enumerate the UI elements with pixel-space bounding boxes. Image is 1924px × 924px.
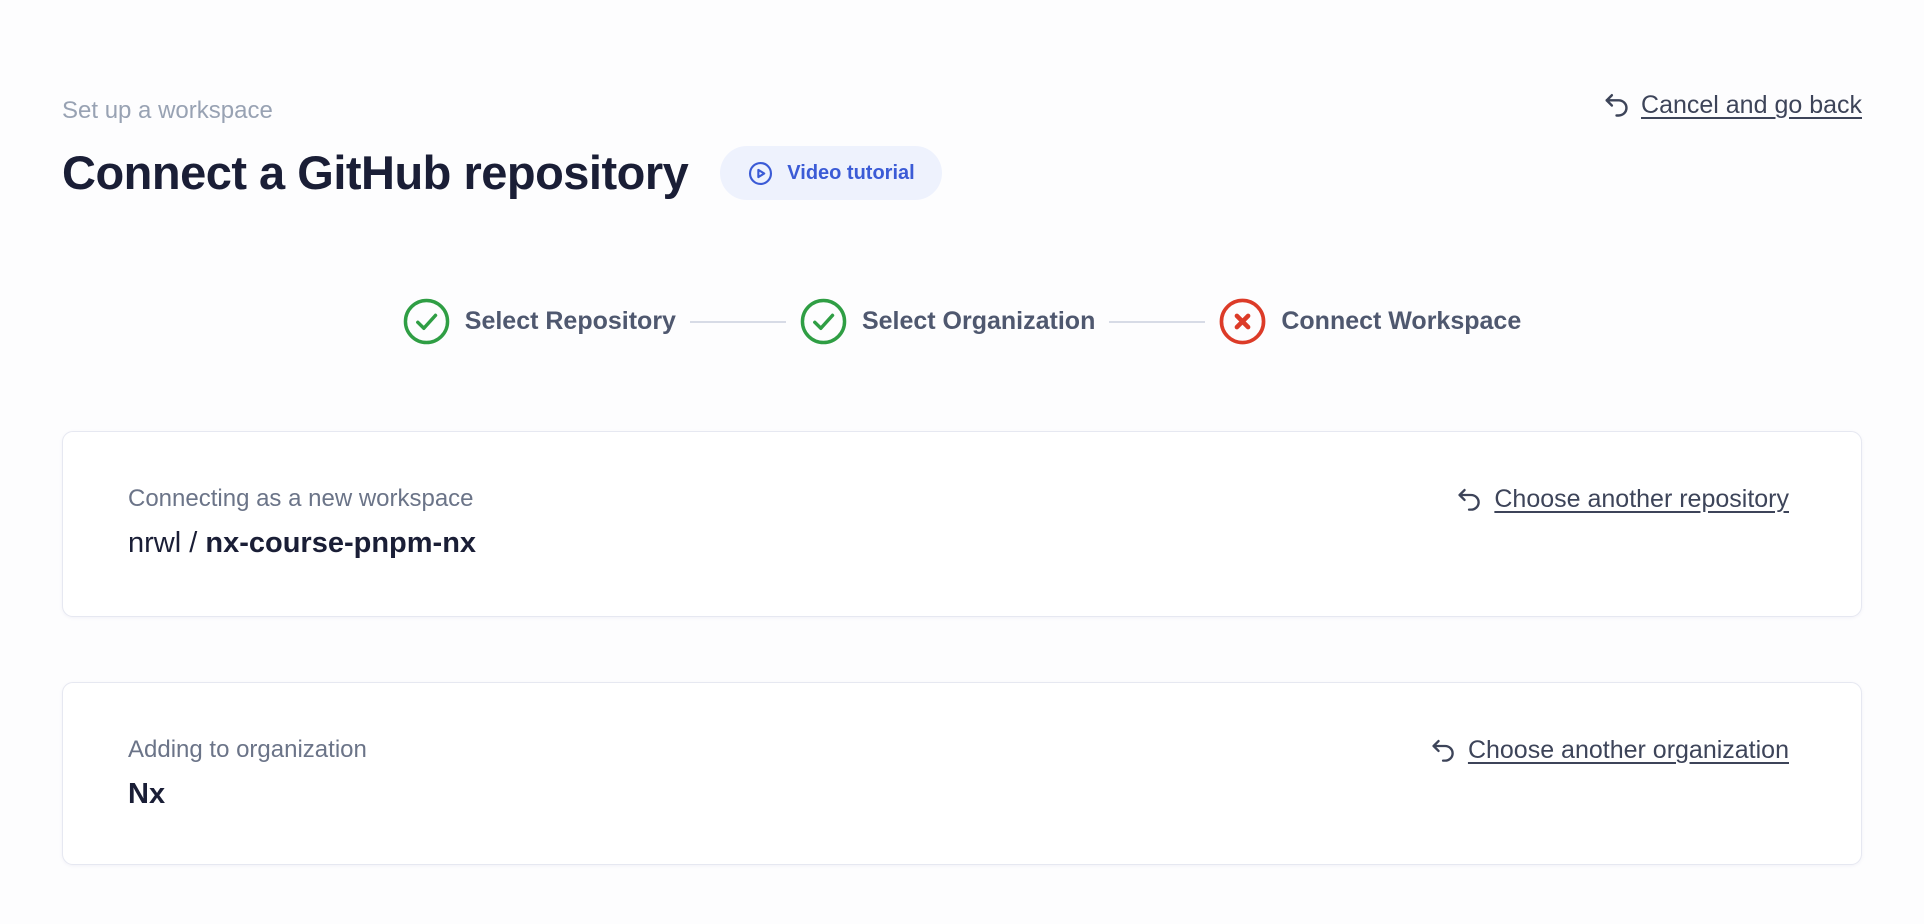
- step-connector: [1109, 320, 1206, 323]
- organization-info: Adding to organization Nx: [128, 735, 367, 814]
- organization-name: Nx: [128, 778, 166, 810]
- play-circle-icon: [747, 160, 774, 187]
- x-circle-icon: [1219, 298, 1266, 345]
- repository-owner: nrwl /: [128, 527, 198, 559]
- check-circle-icon: [800, 298, 847, 345]
- choose-another-organization-label: Choose another organization: [1467, 736, 1789, 764]
- undo-arrow-icon: [1430, 737, 1457, 764]
- repository-info: Connecting as a new workspace nrwl / nx-…: [128, 484, 476, 563]
- step-label: Connect Workspace: [1281, 307, 1522, 335]
- repository-name: nx-course-pnpm-nx: [205, 527, 477, 559]
- cancel-and-go-back-link[interactable]: Cancel and go back: [1603, 90, 1862, 120]
- title-row: Connect a GitHub repository Video tutori…: [62, 144, 1862, 202]
- step-select-repository: Select Repository: [403, 298, 676, 345]
- eyebrow-label: Set up a workspace: [62, 97, 273, 124]
- repository-full-name: nrwl / nx-course-pnpm-nx: [128, 523, 476, 563]
- cancel-label: Cancel and go back: [1641, 91, 1862, 119]
- step-connector: [689, 320, 786, 323]
- step-connect-workspace: Connect Workspace: [1219, 298, 1521, 345]
- step-label: Select Repository: [464, 307, 676, 335]
- check-circle-icon: [403, 298, 450, 345]
- header: Set up a workspace Cancel and go back: [62, 91, 1862, 126]
- undo-arrow-icon: [1603, 91, 1631, 119]
- choose-another-repository-label: Choose another repository: [1494, 485, 1789, 513]
- video-tutorial-button[interactable]: Video tutorial: [720, 146, 942, 200]
- organization-card: Adding to organization Nx Choose another…: [62, 682, 1862, 865]
- repository-card: Connecting as a new workspace nrwl / nx-…: [62, 431, 1862, 617]
- organization-card-label: Adding to organization: [128, 736, 367, 763]
- repository-card-label: Connecting as a new workspace: [128, 485, 474, 512]
- undo-arrow-icon: [1456, 486, 1483, 513]
- step-label: Select Organization: [861, 307, 1096, 335]
- step-select-organization: Select Organization: [800, 298, 1095, 345]
- choose-another-repository-link[interactable]: Choose another repository: [1456, 484, 1789, 514]
- video-tutorial-label: Video tutorial: [787, 161, 915, 184]
- choose-another-organization-link[interactable]: Choose another organization: [1430, 735, 1789, 765]
- progress-stepper: Select Repository Select Organization Co…: [62, 298, 1862, 345]
- page-title: Connect a GitHub repository: [62, 146, 689, 199]
